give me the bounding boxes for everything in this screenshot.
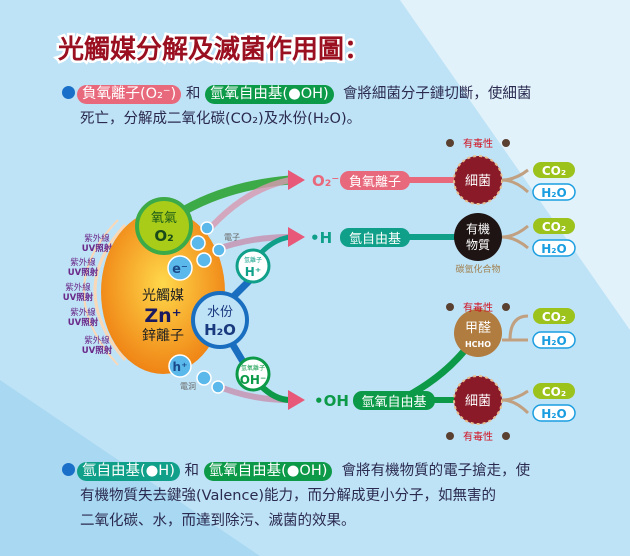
superoxide-pill: 負氧離子 [349,175,401,190]
svg-text:H₂O: H₂O [541,407,567,421]
bacteria-2: 細菌 [453,375,503,425]
svg-text:電洞: 電洞 [180,381,196,391]
svg-text:CO₂: CO₂ [542,310,566,324]
products: CO₂ H₂O CO₂ H₂O CO₂ H₂O CO₂ H₂O [532,162,576,422]
svg-text:物質: 物質 [466,237,490,252]
svg-text:有機: 有機 [466,221,490,236]
svg-text:UV照射: UV照射 [68,267,99,278]
h-ion-circle [235,248,271,284]
electrons [167,221,226,394]
zinc-ion-label: 鋅離子 [142,327,184,344]
svg-text:CO₂: CO₂ [542,385,566,399]
svg-text:UV照射: UV照射 [68,317,99,328]
hole-label: h⁺ [173,360,188,374]
svg-text:UV照射: UV照射 [82,243,113,254]
svg-text:有毒性: 有毒性 [463,430,493,443]
svg-text:H₂O: H₂O [541,242,567,256]
svg-text:H₂O: H₂O [541,334,567,348]
svg-text:氫離子: 氫離子 [244,256,262,264]
electron-label: e⁻ [172,262,188,277]
svg-text:細菌: 細菌 [465,394,491,409]
svg-text:H⁺: H⁺ [245,265,261,279]
svg-text:CO₂: CO₂ [542,164,566,178]
organic-matter: 有機 物質 [454,213,502,261]
svg-text:紫外線: 紫外線 [84,335,110,346]
svg-text:氫氧離子: 氫氧離子 [241,364,265,372]
h-radical-symbol: •H [310,229,332,247]
h-radical-pill: 氫自由基 [349,232,401,247]
svg-text:電子: 電子 [224,233,240,242]
toxic-labels: 有毒性 有毒性 有毒性 [446,137,510,443]
bullet-icon [62,463,75,476]
svg-text:紫外線: 紫外線 [84,233,110,244]
svg-text:OH⁻: OH⁻ [240,373,267,387]
hydrocarbon-label: 碳氫化合物 [455,263,500,275]
svg-text:H₂O: H₂O [204,321,236,339]
zn-label: Zn⁺ [144,305,181,327]
water-circle [191,291,249,349]
svg-text:氧氣: 氧氣 [151,211,177,226]
catalyst-blob [101,210,225,374]
svg-text:有毒性: 有毒性 [463,301,493,314]
product-arrows [501,168,530,415]
formaldehyde: 甲醛 HCHO [454,309,502,357]
superoxide-symbol: O₂⁻ [312,172,339,190]
bacteria-1: 細菌 [453,155,503,205]
svg-text:水份: 水份 [207,305,233,320]
svg-text:HCHO: HCHO [465,340,491,349]
superoxide-tag: 負氧離子(O₂⁻) [77,85,182,104]
svg-text:紫外線: 紫外線 [70,307,96,318]
svg-text:O₂: O₂ [154,227,173,245]
svg-text:紫外線: 紫外線 [70,257,96,268]
svg-text:UV照射: UV照射 [82,345,113,356]
oh-ion-circle [235,356,271,392]
svg-text:細菌: 細菌 [465,174,491,189]
hydrogen-tag: 氫自由基(●H) [77,462,180,481]
svg-text:UV照射: UV照射 [63,292,94,303]
svg-text:CO₂: CO₂ [542,220,566,234]
svg-text:甲醛: 甲醛 [465,320,491,336]
oxygen-circle [135,197,193,255]
intro-paragraph: 負氧離子(O₂⁻) 和 氫氧自由基(●OH) 會將細菌分子鏈切斷，使細菌 死亡，… [62,82,531,132]
bullet-icon [62,86,75,99]
page-title: 光觸媒分解及滅菌作用圖： [57,35,370,65]
catalyst-label: 光觸媒 [142,288,184,304]
svg-text:有毒性: 有毒性 [463,137,493,150]
arrow-heads [288,170,305,410]
hydroxyl-tag: 氫氧自由基(●OH) [203,462,333,481]
hydroxyl-tag: 氫氧自由基(●OH) [204,85,334,104]
svg-text:H₂O: H₂O [541,186,567,200]
oh-radical-symbol: •OH [314,392,349,410]
svg-text:紫外線: 紫外線 [65,282,91,293]
bg-light [400,0,630,330]
oh-radical-pill: 氫氧自由基 [361,395,426,410]
outro-paragraph: 氫自由基(●H) 和 氫氧自由基(●OH) 會將有機物質的電子搶走，使 有機物質… [62,459,530,534]
